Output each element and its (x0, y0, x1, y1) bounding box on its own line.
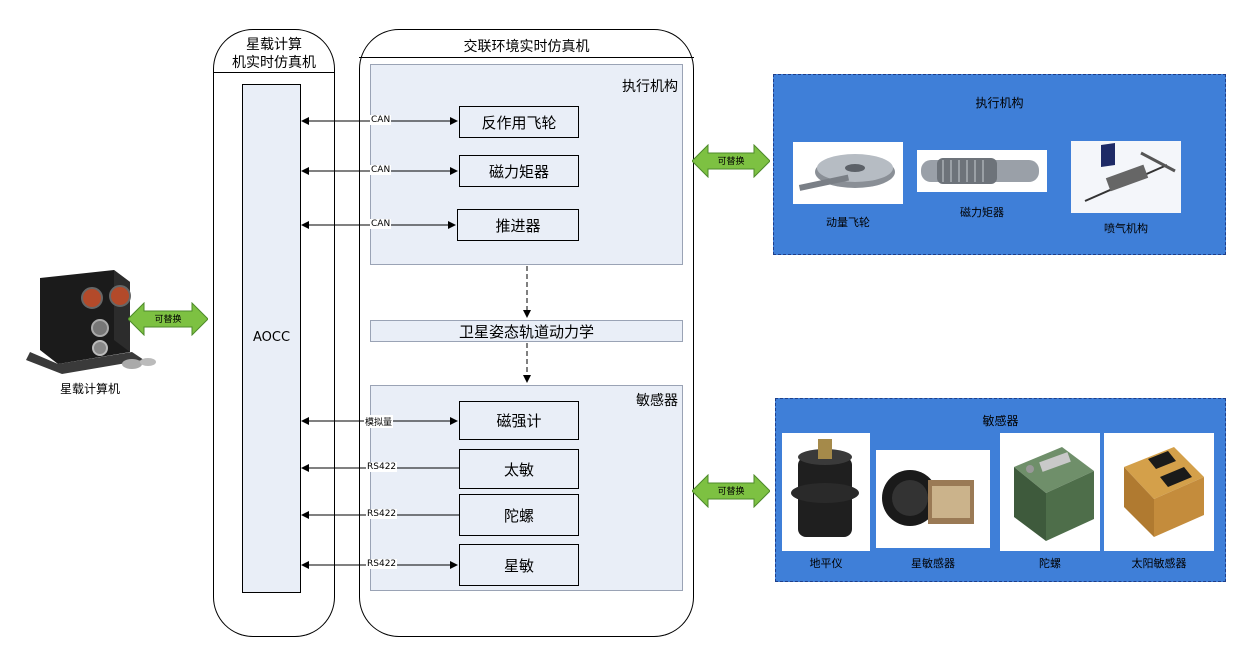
module-reaction-wheel: 反作用飞轮 (459, 106, 579, 138)
exchange-label: 可替换 (717, 487, 745, 497)
hw-sensors-title: 敏感器 (982, 414, 1019, 428)
bus-label-reaction-wheel: CAN (370, 115, 392, 125)
onboard-computer-image (26, 270, 156, 374)
aocc-panel (242, 84, 301, 593)
hw-thruster-image (1071, 141, 1181, 213)
onboard-computer-label: 星载计算机 (59, 382, 120, 396)
module-star-sensor: 星敏 (459, 544, 579, 586)
hw-momentum-wheel-image (793, 142, 903, 204)
hw-thruster-label: 喷气机构 (1104, 222, 1148, 235)
hw-sun-sensor-label: 太阳敏感器 (1131, 557, 1187, 570)
rt-simulator-title-divider (213, 72, 335, 73)
hw-momentum-wheel-label: 动量飞轮 (826, 216, 870, 229)
onboard-computer (22, 268, 162, 376)
module-gyro: 陀螺 (459, 494, 579, 536)
exchange-arrow-sensors: 可替换 (691, 473, 771, 509)
exchange-label: 可替换 (154, 315, 182, 325)
hw-gyro-label: 陀螺 (1039, 557, 1061, 570)
module-sun-sensor: 太敏 (459, 449, 579, 489)
module-magnetorquer: 磁力矩器 (459, 155, 579, 187)
exchange-arrow-actuators: 可替换 (691, 143, 771, 179)
bus-label-magnetometer: 模拟量 (364, 415, 394, 428)
module-magnetometer: 磁强计 (459, 401, 579, 440)
rt-simulator-title-line1: 星载计算 (246, 37, 302, 53)
bus-label-gyro: RS422 (366, 509, 398, 519)
sensors-panel-title: 敏感器 (636, 393, 678, 409)
hw-gyro-image (1000, 433, 1100, 551)
env-simulator-title: 交联环境实时仿真机 (463, 39, 590, 55)
exchange-label: 可替换 (717, 157, 745, 167)
hw-star-sensor-label: 星敏感器 (911, 557, 955, 570)
actuators-panel-title: 执行机构 (622, 79, 678, 95)
bus-label-magnetorquer: CAN (370, 165, 392, 175)
hw-magnetorquer-label: 磁力矩器 (960, 206, 1004, 219)
bus-label-thruster: CAN (370, 219, 392, 229)
hw-actuators-title: 执行机构 (975, 96, 1024, 110)
hw-earth-sensor-image (782, 433, 870, 551)
env-simulator-title-divider (359, 57, 694, 58)
module-thruster: 推进器 (457, 209, 579, 241)
hw-magnetorquer-image (917, 150, 1047, 192)
bus-label-star-sensor: RS422 (366, 559, 398, 569)
hw-earth-sensor-label: 地平仪 (809, 557, 843, 570)
rt-simulator-title-line2: 机实时仿真机 (232, 55, 316, 71)
aocc-label: AOCC (252, 330, 291, 345)
module-dynamics: 卫星姿态轨道动力学 (370, 320, 683, 342)
bus-label-sun-sensor: RS422 (366, 462, 398, 472)
hw-sun-sensor-image (1104, 433, 1214, 551)
hw-star-sensor-image (876, 450, 990, 548)
